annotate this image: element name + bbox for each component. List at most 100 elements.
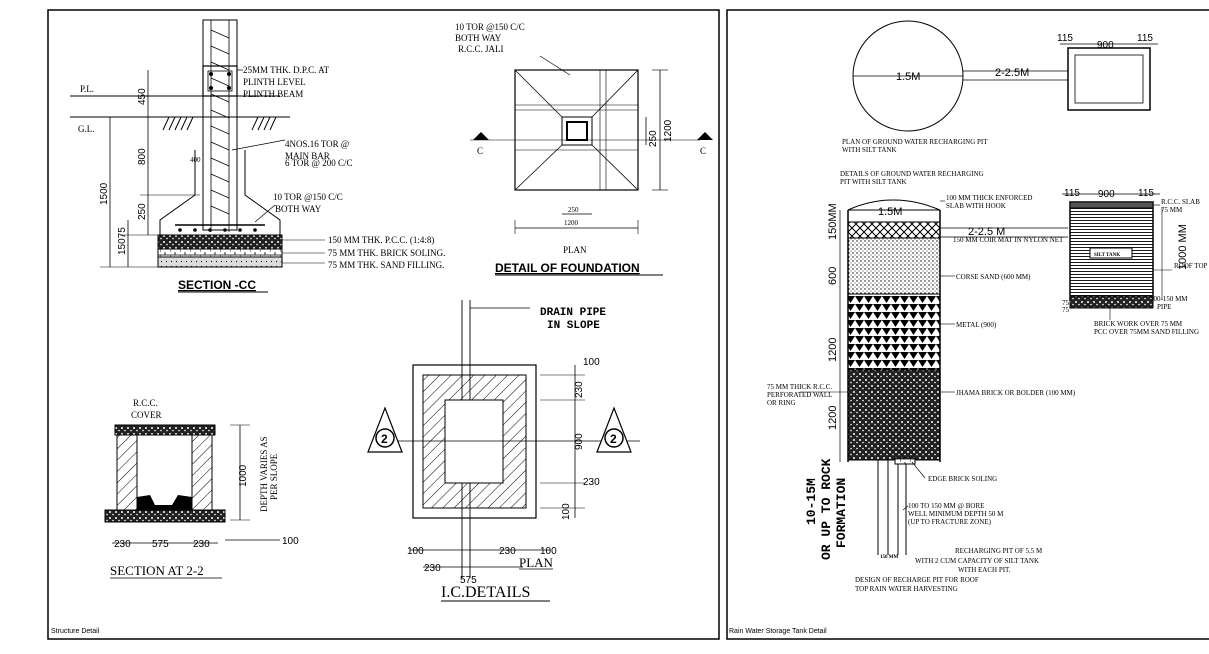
- dim-1200-vertical: 1200: [663, 119, 674, 142]
- detail-caption-2: PIT WITH SILT TANK: [840, 178, 907, 186]
- pit-diameter-detail: 1.5M: [878, 206, 902, 218]
- ic-dim-100-bottom: 100: [561, 503, 572, 520]
- ic-dim-230-top: 230: [574, 381, 585, 398]
- gl-label: G.L.: [78, 124, 95, 134]
- pcc-layer: [157, 234, 283, 250]
- coarse-sand-layer: [847, 237, 941, 295]
- ic-dim-100-top: 100: [583, 357, 600, 368]
- dim-1500: 1500: [99, 182, 110, 205]
- note-dpc-1: 25MM THK. D.P.C. AT: [243, 65, 330, 75]
- dim-450: 450: [137, 88, 148, 105]
- depth-varies-1: DEPTH VARIES AS: [259, 436, 269, 512]
- foundation-plan: 10 TOR @150 C/C BOTH WAY R.C.C. JALI C C…: [455, 22, 713, 276]
- note-slab-1: 100 MM THICK ENFORCED: [946, 194, 1032, 202]
- sand-filling-layer: [157, 256, 283, 268]
- ic-dim-100-right: 100: [540, 546, 557, 557]
- dim-575: 575: [152, 539, 169, 550]
- dim-100: 100: [282, 536, 299, 547]
- foundation-square: [514, 69, 639, 191]
- plan-caption-2: WITH SILT TANK: [842, 146, 897, 154]
- drain-pipe-label-2: IN SLOPE: [547, 320, 600, 332]
- left-panel-frame: [47, 9, 720, 640]
- depth-label-2: OR UP TO ROCK: [819, 458, 834, 560]
- detail-caption-1: DETAILS OF GROUND WATER RECHARGING: [840, 170, 984, 178]
- footer-note-2: WITH 2 CUM CAPACITY OF SILT TANK: [915, 557, 1039, 565]
- dim-800: 800: [137, 148, 148, 165]
- detail-dim-150mm: 150MM: [827, 203, 839, 240]
- note-brickwork-2: PCC OVER 75MM SAND FILLING: [1094, 328, 1199, 336]
- section-cc: P.L. G.L. 450 800 1500 250 15075 400 25M…: [70, 19, 445, 293]
- right-panel-frame: [726, 9, 1209, 640]
- section-marker-right-label: 2: [610, 432, 617, 446]
- note-bar-1: 4NOS.16 TOR @: [285, 139, 349, 149]
- pit-distance-detail: 2-2.5 M: [968, 226, 1005, 238]
- pipe-150-label: 150 MM: [880, 555, 898, 560]
- detail-dim-75-a: 75: [1062, 299, 1070, 307]
- note-brick: 75 MM THK. BRICK SOLING.: [328, 248, 445, 258]
- cover-label-2: COVER: [131, 410, 162, 420]
- detail-dim-75-b: 75: [1062, 306, 1070, 314]
- ic-dim-575: 575: [460, 575, 477, 586]
- detail-dim-1200-b: 1200: [827, 406, 839, 430]
- plan-caption-1: PLAN OF GROUND WATER RECHARGING PIT: [842, 138, 988, 146]
- cover-label-1: R.C.C.: [133, 398, 158, 408]
- note-jhama: JHAMA BRICK OR BOLDER (100 MM): [956, 389, 1076, 397]
- note-bar-2: MAIN BAR: [285, 151, 330, 161]
- section-2-2-title: SECTION AT 2-2: [110, 563, 204, 578]
- note-bore-1: 100 TO 150 MM @ BORE: [908, 502, 984, 510]
- chamber-outer: [412, 364, 537, 519]
- footer-note-5: TOP RAIN WATER HARVESTING: [855, 585, 958, 593]
- dim-250-vertical: 250: [648, 130, 659, 147]
- depth-label-3: FORMATION: [834, 478, 849, 548]
- ic-dim-900: 900: [574, 433, 585, 450]
- plan-dim-115-right: 115: [1137, 33, 1153, 44]
- note-sand: 75 MM THK. SAND FILLING.: [328, 260, 444, 270]
- note-pipe-2: PIPE: [1157, 303, 1171, 311]
- recharge-detail: DETAILS OF GROUND WATER RECHARGING PIT W…: [767, 170, 1208, 593]
- note-dpc-2: PLINTH LEVEL: [243, 77, 306, 87]
- drain-pipe-label-1: DRAIN PIPE: [540, 307, 606, 319]
- foundation-plan-label: PLAN: [563, 245, 587, 255]
- note-bore-2: WELL MINIMUM DEPTH 50 M: [908, 510, 1004, 518]
- section-cc-title: SECTION -CC: [178, 278, 256, 292]
- column-outline: [202, 19, 238, 231]
- note-metal: METAL (900): [956, 321, 997, 329]
- footer-note-3: WITH EACH PIT.: [958, 566, 1011, 574]
- note-coarse-sand: CORSE SAND (600 MM): [956, 273, 1031, 281]
- foundation-title: DETAIL OF FOUNDATION: [495, 261, 640, 275]
- detail-dim-1000mm: 1000 MM: [1177, 224, 1189, 270]
- ic-dim-230-bottom: 230: [583, 477, 600, 488]
- detail-dim-115-left: 115: [1064, 188, 1080, 199]
- plan-dim-115-left: 115: [1057, 33, 1073, 44]
- note-rcc-slab-2: 75 MM: [1161, 206, 1183, 214]
- recharge-plan: 1.5M 2-2.5M 115 900 115 PLAN OF GROUND W…: [842, 20, 1158, 154]
- note-dpc-3: PLINTH BEAM: [243, 89, 303, 99]
- dim-1200-horizontal: 1200: [564, 219, 579, 227]
- depth-varies-2: PER SLOPE: [269, 453, 279, 500]
- footer-note-4: DESIGN OF RECHARGE PIT FOR ROOF: [855, 576, 979, 584]
- note-bore-3: (UP TO FRACTURE ZONE): [908, 518, 992, 526]
- ic-dim-100-left: 100: [407, 546, 424, 557]
- right-panel-caption: Rain Water Storage Tank Detail: [729, 628, 827, 635]
- note-pipe-1: 100-150 MM: [1150, 295, 1188, 303]
- ic-dim-230-right: 230: [499, 546, 516, 557]
- note-tor-2: BOTH WAY: [275, 204, 322, 214]
- ic-details-title: I.C.DETAILS: [441, 584, 530, 601]
- footing-outline: [159, 150, 281, 236]
- foundation-note-3: R.C.C. JALI: [458, 44, 504, 54]
- note-tor-1: 10 TOR @150 C/C: [273, 192, 343, 202]
- note-roof-top: ROOF TOP: [1174, 262, 1208, 270]
- note-wall-3: OR RING: [767, 399, 796, 407]
- silt-tank-plan: [1067, 47, 1151, 111]
- note-wall-2: PERFORATED WALL: [767, 391, 832, 399]
- dim-150-75: 15075: [117, 227, 128, 255]
- section-marker-left-label: 2: [381, 432, 388, 446]
- dim-230-left: 230: [114, 539, 131, 550]
- depth-label-1: 10-15M: [804, 478, 819, 525]
- plan-dim-900: 900: [1097, 40, 1114, 51]
- coir-mat-layer: [847, 221, 941, 239]
- note-pcc: 150 MM THK. P.C.C. (1:4:8): [328, 235, 434, 245]
- detail-dim-1200-a: 1200: [827, 338, 839, 362]
- foundation-note-2: BOTH WAY: [455, 33, 502, 43]
